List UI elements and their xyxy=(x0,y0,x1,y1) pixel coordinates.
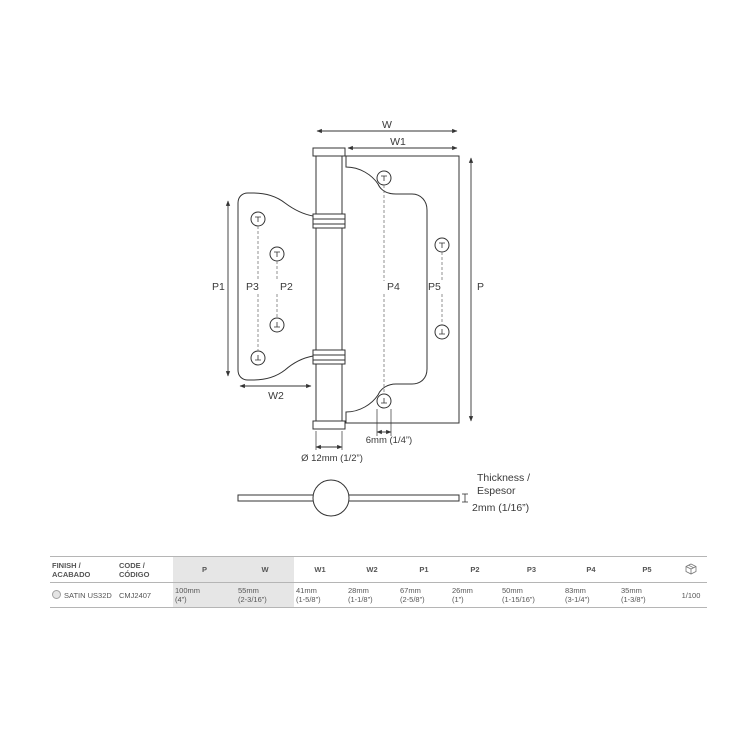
col-header-p2: P2 xyxy=(470,565,480,574)
hinge-technical-drawing: W W1 P P1 P3 P2 P4 P5 W2 6mm (1/4”) Ø 12… xyxy=(212,119,530,517)
screw-hole-icon xyxy=(376,393,392,409)
dim-label-p: P xyxy=(477,281,484,293)
col-header-packaging xyxy=(675,557,707,583)
hole-spacing-lines xyxy=(257,185,443,394)
col-header-w: W xyxy=(236,556,294,583)
screw-hole-icon xyxy=(269,246,285,262)
dim-label-p1: P1 xyxy=(212,281,225,293)
dim-label-hole: 6mm (1/4”) xyxy=(366,435,412,446)
thickness-label-es: Espesor xyxy=(477,485,516,497)
cell-p2: 26mm(1”) xyxy=(452,586,473,604)
dim-label-w: W xyxy=(382,119,392,131)
col-header-p3: P3 xyxy=(526,565,537,574)
dim-label-p2: P2 xyxy=(280,281,293,293)
table-row: SATIN US32D CMJ2407 100mm(4”) 55mm(2-3/1… xyxy=(50,582,707,608)
cell-code: CMJ2407 xyxy=(119,590,152,600)
finish-swatch-icon xyxy=(52,590,61,599)
cell-p1: 67mm(2-5/8”) xyxy=(400,586,425,604)
screw-hole-icon xyxy=(376,170,392,186)
cell-p4: 83mm(3-1/4”) xyxy=(565,586,590,604)
cell-packaging-qty: 1/100 xyxy=(681,590,701,600)
col-header-w1: W1 xyxy=(314,565,326,574)
screw-hole-icon xyxy=(250,211,266,227)
cell-p3: 50mm(1-15/16”) xyxy=(502,586,535,604)
screw-hole-icon xyxy=(434,324,450,340)
dim-label-pin: Ø 12mm (1/2”) xyxy=(301,453,363,464)
hinge-side-profile xyxy=(237,479,468,517)
cell-finish: SATIN US32D xyxy=(50,583,117,608)
dim-label-p4: P4 xyxy=(387,281,400,293)
col-header-p: P xyxy=(173,556,236,583)
spec-table: FINISH /ACABADO CODE /CÓDIGO P W W1 W2 P… xyxy=(50,556,707,608)
dim-label-w2: W2 xyxy=(268,390,284,402)
cell-p: 100mm(4”) xyxy=(173,582,236,608)
screw-hole-icon xyxy=(434,237,450,253)
cell-w2: 28mm(1-1/8”) xyxy=(348,586,373,604)
dimension-lines xyxy=(225,128,474,450)
col-header-p4: P4 xyxy=(586,565,596,574)
cell-p5: 35mm(1-3/8”) xyxy=(621,586,646,604)
dim-label-w1: W1 xyxy=(390,136,406,148)
cell-w1: 41mm(1-5/8”) xyxy=(296,586,321,604)
small-leaf-outline xyxy=(237,192,314,381)
large-leaf-outline xyxy=(345,155,460,424)
thickness-label: Thickness / xyxy=(477,472,530,484)
dim-label-p3: P3 xyxy=(246,281,259,293)
col-header-w2: W2 xyxy=(366,565,378,574)
col-header-code: CODE /CÓDIGO xyxy=(119,560,150,579)
hinge-barrel xyxy=(312,147,346,430)
col-header-p1: P1 xyxy=(419,565,429,574)
screw-hole-icon xyxy=(269,317,285,333)
col-header-finish: FINISH /ACABADO xyxy=(52,560,91,579)
col-header-p5: P5 xyxy=(642,565,652,574)
thickness-value: 2mm (1/16”) xyxy=(472,502,529,514)
dim-label-p5: P5 xyxy=(428,281,441,293)
box-icon xyxy=(685,563,697,574)
screw-hole-icon xyxy=(250,350,266,366)
spec-table-header: FINISH /ACABADO CODE /CÓDIGO P W W1 W2 P… xyxy=(50,556,707,583)
cell-w: 55mm(2-3/16”) xyxy=(236,582,294,608)
